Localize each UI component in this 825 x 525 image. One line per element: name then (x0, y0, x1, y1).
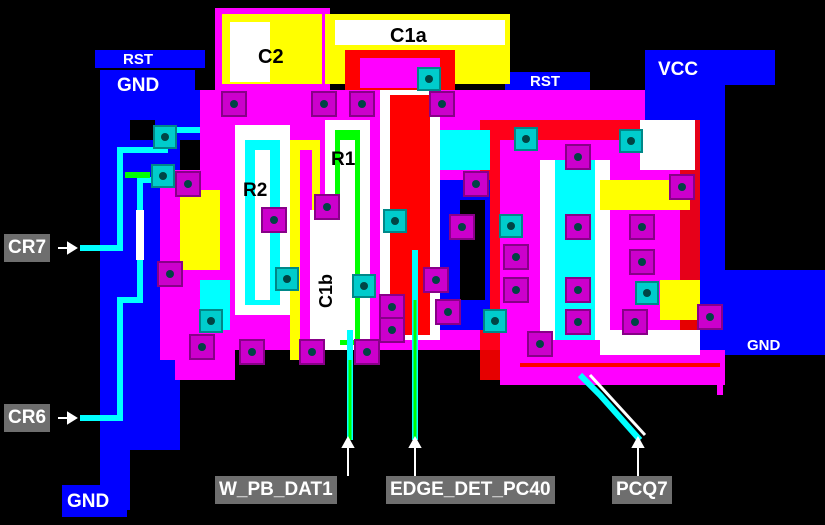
label-gnd-bottom-left: GND (67, 491, 109, 512)
label-rst-right: RST (530, 73, 560, 90)
traces (80, 127, 723, 442)
label-rst-left: RST (123, 51, 153, 68)
signal-tag-edge-det-pc40: EDGE_DET_PC40 (386, 476, 555, 504)
signal-tag-cr7: CR7 (4, 234, 51, 262)
label-r1: R1 (331, 149, 356, 170)
label-gnd-right: GND (747, 337, 781, 354)
label-gnd-top-left: GND (117, 75, 159, 96)
signal-tag-pcq7: PCQ7 (612, 476, 672, 504)
pads (151, 67, 723, 365)
signal-tag-cr6: CR6 (4, 404, 51, 432)
label-c1b: C1b (316, 274, 336, 308)
label-vcc: VCC (658, 59, 698, 80)
signal-tag-w-pb-dat1: W_PB_DAT1 (215, 476, 337, 504)
signal-arrows (58, 241, 645, 476)
label-c2: C2 (258, 46, 284, 68)
label-c1a: C1a (390, 25, 428, 47)
label-r2: R2 (243, 180, 267, 201)
